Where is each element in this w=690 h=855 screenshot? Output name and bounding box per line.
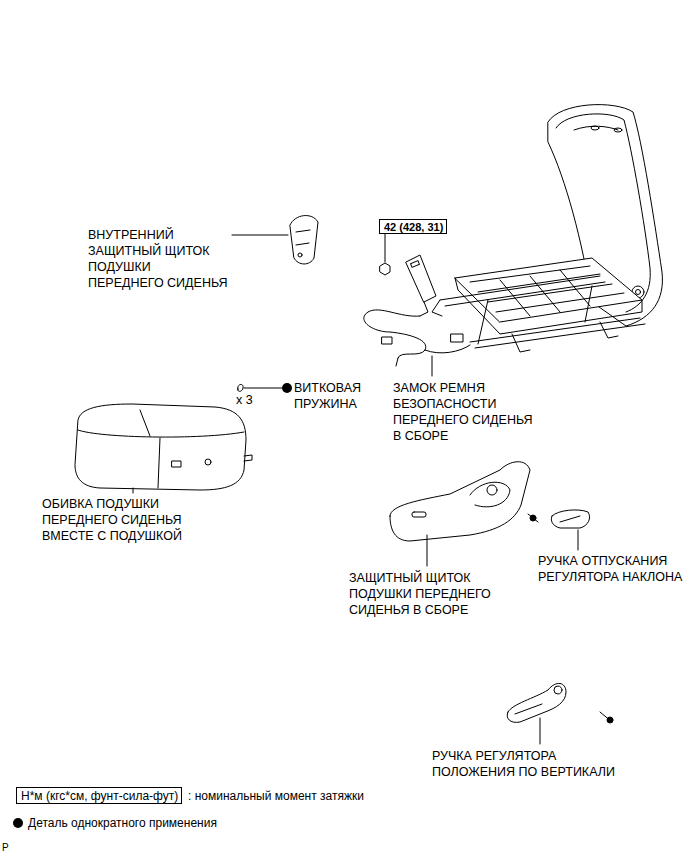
coil-spring xyxy=(238,383,292,393)
height-knob xyxy=(507,683,613,744)
page-mark: P xyxy=(2,840,22,855)
seat-frame xyxy=(432,258,645,352)
part-name: ЗАЩИТНЫЙ ЩИТОК ПОДУШКИ ПЕРЕДНЕГО СИДЕНЬЯ… xyxy=(349,570,505,618)
part-name: РУЧКА ОТПУСКАНИЯ РЕГУЛЯТОРА НАКЛОНА xyxy=(538,553,688,585)
part-name: ВИТКОВАЯ ПРУЖИНА xyxy=(294,380,389,412)
torque-value: 42 (428, 31) xyxy=(384,221,442,233)
cushion-pad xyxy=(75,404,252,493)
part-name: ВНУТРЕННИЙ ЗАЩИТНЫЙ ЩИТОК ПОДУШКИ ПЕРЕДН… xyxy=(88,227,228,291)
inner-shield xyxy=(232,216,318,264)
part-name: РУЧКА РЕГУЛЯТОРА ПОЛОЖЕНИЯ ПО ВЕРТИКАЛИ xyxy=(432,748,632,780)
torque-box: 42 (428, 31) xyxy=(379,219,447,234)
cushion-shield xyxy=(390,462,538,566)
torque-unit-box: Н*м (кгс*см, фунт-сила-фут) xyxy=(16,787,182,804)
single-use-dot xyxy=(13,818,23,828)
part-name: ЗАМОК РЕМНЯ БЕЗОПАСНОСТИ ПЕРЕДНЕГО СИДЕН… xyxy=(393,380,535,444)
torque-units: Н*м (кгс*см, фунт-сила-фут) xyxy=(21,789,177,803)
part-name: ОБИВКА ПОДУШКИ ПЕРЕДНЕГО СИДЕНЬЯ ВМЕСТЕ … xyxy=(42,496,188,544)
seat-belt-buckle xyxy=(364,233,470,376)
legend-text: : номинальный момент затяжки xyxy=(188,788,364,804)
legend-text: Деталь однократного применения xyxy=(28,815,217,831)
recline-knob xyxy=(551,510,589,550)
quantity: x 3 xyxy=(236,392,266,408)
